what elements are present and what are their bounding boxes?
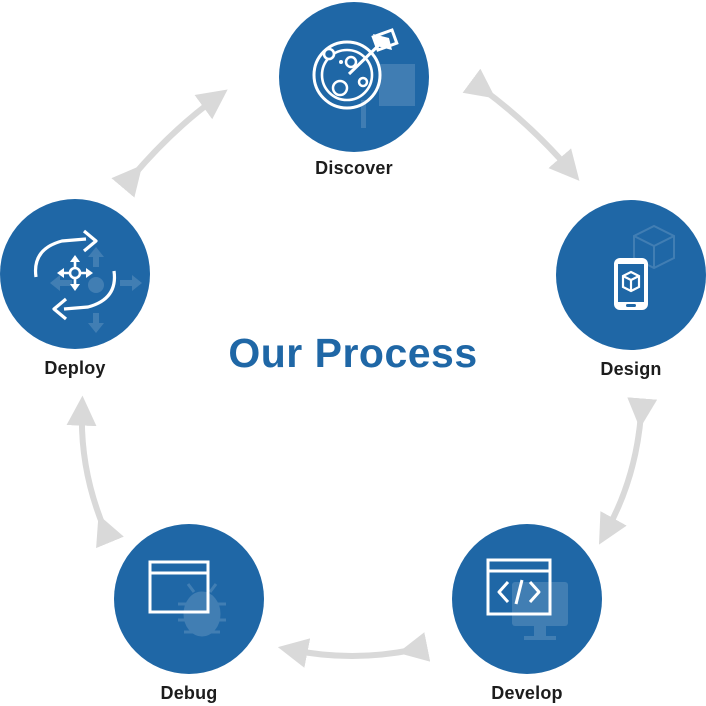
step-develop-label: Develop <box>491 683 563 703</box>
arrow-develop-debug <box>277 632 431 668</box>
step-deploy-label: Deploy <box>44 358 106 378</box>
arrow-deploy-discover <box>111 89 228 198</box>
arrow-debug-deploy <box>66 395 124 549</box>
step-debug-label: Debug <box>160 683 218 703</box>
code-window-icon <box>486 558 568 640</box>
step-discover-label: Discover <box>315 158 393 178</box>
step-design-label: Design <box>600 359 662 379</box>
arrow-design-develop <box>599 397 658 545</box>
discovery-target-flag-icon <box>312 28 415 128</box>
bug-window-icon <box>148 560 226 637</box>
mobile-cube-icon <box>614 224 675 310</box>
step-deploy-circle <box>0 199 150 349</box>
sync-arrows-icon <box>33 229 142 333</box>
diagram-title: Our Process <box>228 330 478 376</box>
step-discover-circle <box>279 2 429 152</box>
step-debug-circle <box>114 524 264 674</box>
arrow-discover-design <box>462 68 580 181</box>
step-develop-circle <box>452 524 602 674</box>
step-design-circle <box>556 200 706 350</box>
